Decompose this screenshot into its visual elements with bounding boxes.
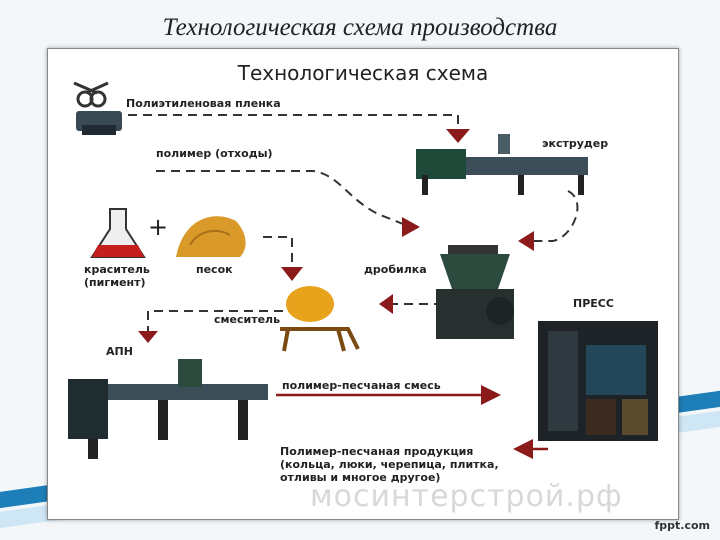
label-extruder: экструдер (542, 137, 609, 150)
mixer-machine (280, 286, 360, 352)
scheme-panel: + (47, 48, 679, 520)
arrowhead (402, 217, 420, 237)
extruder-to-crusher-arrow (526, 190, 579, 242)
press-machine (538, 321, 658, 441)
label-product-line2: (кольца, люки, черепица, плитка, (280, 458, 499, 471)
arrowhead (379, 294, 393, 314)
label-waste: полимер (отходы) (156, 147, 273, 160)
film-to-extruder-arrow (128, 114, 459, 131)
label-crusher: дробилка (364, 263, 427, 276)
sand-pile-icon (176, 216, 246, 257)
apn-machine (68, 359, 268, 459)
arrowhead (281, 267, 303, 281)
label-dye: краситель (пигмент) (84, 263, 150, 289)
label-apn: АПН (106, 345, 133, 358)
film-roll-icon (76, 111, 122, 135)
label-sand: песок (196, 263, 233, 276)
slide-title: Технологическая схема производства (162, 14, 558, 41)
label-press: ПРЕСС (573, 297, 614, 310)
label-dye-line1: краситель (84, 263, 150, 276)
waste-to-crusher-arrow (156, 170, 404, 225)
mixer-to-apn-arrow (147, 310, 283, 331)
arrowhead (446, 129, 470, 143)
label-product-line3: отливы и многое другое) (280, 471, 441, 484)
flow-arrowheads (138, 129, 534, 343)
scheme-drawing: + (68, 81, 658, 459)
label-mixer: смеситель (214, 313, 281, 326)
label-film: Полиэтиленовая пленка (126, 97, 281, 110)
dye-flask-icon: + (90, 208, 168, 258)
scheme-title: Технологическая схема (237, 61, 489, 85)
footer-brand: fppt.com (654, 519, 710, 532)
arrowhead (518, 231, 534, 251)
label-product-line1: Полимер-песчаная продукция (280, 445, 474, 458)
label-dye-line2: (пигмент) (84, 276, 146, 289)
extruder-machine (416, 134, 588, 195)
sand-to-mixer-arrow (263, 236, 293, 267)
svg-text:+: + (148, 213, 168, 241)
label-mix: полимер-песчаная смесь (282, 379, 441, 392)
label-product: Полимер-песчаная продукция (кольца, люки… (280, 445, 499, 484)
watermark: мосинтерстрой.рф (310, 479, 623, 514)
arrowhead (138, 331, 158, 343)
crusher-machine (436, 245, 514, 339)
scissors-icon (73, 81, 109, 108)
